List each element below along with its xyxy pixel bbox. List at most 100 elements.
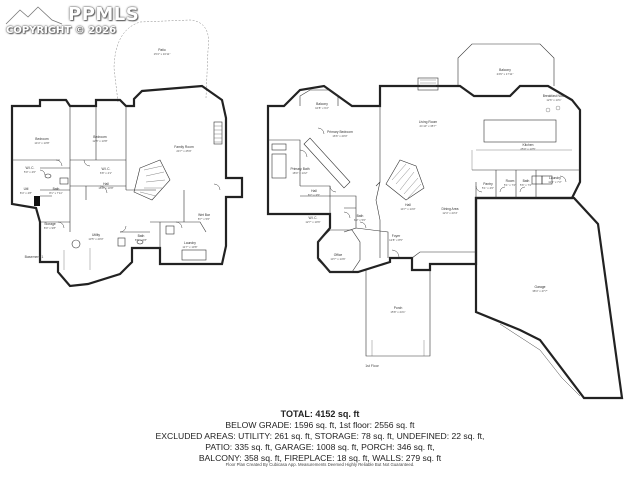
room-name: W.I.C. [102,167,111,171]
room-label-wet-bar: Wet Bar 8'7" x 5'6" [198,213,211,221]
room-label-patio: Patio 15'4" x 16'11" [154,48,171,56]
room-name: Living Room [419,120,438,124]
room-label-garage: Garage 38'4" x 47'7" [532,285,547,293]
room-dims: 10'8" x 6'2" [315,106,329,110]
watermark-copyright: COPYRIGHT © 2026 [6,25,117,36]
room-dims: 15'4" x 16'11" [154,52,171,56]
room-dims: 21'10" x 35'7" [420,124,437,128]
room-name: Breakfast Nook [543,94,566,98]
room-dims: 18'8" x 10'8" [98,186,113,190]
room-dims: 12'8" x 8'5" [389,238,403,242]
area-totals: TOTAL: 4152 sq. ft BELOW GRADE: 1596 sq.… [0,409,640,464]
room-name: Dining Area [441,207,458,211]
room-label-primary-bedroom: Primary Bedroom 16'6" x 20'0" [327,130,353,138]
room-name: Bath [523,179,530,183]
room-label-balcony-small: Balcony 10'8" x 6'2" [315,102,329,110]
room-name: Kitchen [523,143,534,147]
room-name: Wet Bar [198,213,211,217]
room-label-storage: Storage 8'0" x 9'8" [44,222,56,230]
room-name: Primary Bedroom [327,130,353,134]
room-label-laundry: Laundry 11'7" x 10'8" [182,241,197,249]
room-label-balcony-large: Balcony 23'9" x 17'11" [497,68,514,76]
basement-interior-walls [12,106,207,248]
room-label-bath-4: Bath 5'6" x 7'2" [520,179,532,187]
room-dims: 11'4" x 7'2" [548,180,562,184]
room-dims: 12'6" x 13'1" [546,98,561,102]
room-label-pantry: Pantry 5'1" x 4'0" [482,182,494,190]
office-bay [317,229,361,273]
porch-outline [365,270,431,357]
room-dims: 5'0" x 4'0" [24,170,36,174]
room-dims: 8'4" x 4'8" [20,191,32,195]
garage-wall [474,196,624,400]
room-label-laundry-2: Laundry 11'4" x 7'2" [548,176,562,184]
room-name: Utility [92,233,100,237]
room-dims: 15'8" x 24'1" [390,310,405,314]
room-dims: 14'4" x 13'8" [34,141,49,145]
room-name: Family Room [174,145,194,149]
basement-fixtures [44,173,207,270]
room-dims: 38'4" x 47'7" [532,289,547,293]
first-floor-door-swings [299,127,567,258]
room-dims: 14'7" x 14'0" [400,207,415,211]
room-label-kitchen: Kitchen 25'0" x 13'5" [520,143,535,151]
chimney [417,77,439,91]
room-label-wic-3: W.I.C. 12'7" x 10'6" [305,216,320,224]
room-dims: 23'9" x 17'11" [497,72,514,76]
room-label-bath-1: Bath 8'1" x 7'11" [49,187,63,195]
fireplace-hatch [213,121,223,145]
room-dims: 13'5" x 20'0" [88,237,103,241]
room-name: Bedroom [93,135,107,139]
room-name: W.I.C. [309,216,318,220]
room-dims: 12'8" x 13'8" [92,139,107,143]
room-label-util: Util 8'4" x 4'8" [20,187,32,195]
watermark-brand: PPMLS [68,4,140,25]
room-name: Balcony [316,102,328,106]
room-dims: 12'4" x 23'4" [442,211,457,215]
room-label-wic-2: W.I.C. 6'8" x 4'1" [100,167,112,175]
room-name: Laundry [184,241,196,245]
room-label-living-room: Living Room 21'10" x 35'7" [419,120,438,128]
room-label-hall: Hall 18'8" x 10'8" [98,182,113,190]
totals-line-3: PATIO: 335 sq. ft, GARAGE: 1008 sq. ft, … [205,442,435,452]
room-name: Util [24,187,29,191]
mountain-logo-icon [4,5,64,26]
room-dims: 5'1" x 4'0" [482,186,494,190]
watermark: PPMLS COPYRIGHT © 2026 [4,2,139,36]
main-stairs [385,159,425,201]
totals-line-1: BELOW GRADE: 1596 sq. ft, 1st floor: 255… [225,420,415,430]
basement-plan: Patio 15'4" x 16'11" Bedroom 14'4" x 13'… [10,19,244,288]
room-name: Office [334,253,343,257]
balcony-large-outline [457,43,555,86]
room-name: Room [506,179,515,183]
garage-door-line [499,323,581,397]
patio-outline [113,19,209,103]
room-dims: 5'6" x 7'2" [520,183,532,187]
room-label-family-room: Family Room 24'7" x 25'9" [174,145,194,153]
room-name: Laundry [549,176,561,180]
totals-line-4: BALCONY: 358 sq. ft, FIREPLACE: 18 sq. f… [198,453,442,463]
room-label-primary-bath: Primary Bath 18'0" x 14'2" [290,167,309,175]
room-name: Hall [405,203,411,207]
room-dims: 8'0" x 9'8" [44,226,56,230]
room-name: Pantry [483,182,493,186]
room-label-bedroom-1: Bedroom 14'4" x 13'8" [34,137,49,145]
room-name: Hall [103,182,109,186]
room-name: Balcony [499,68,511,72]
room-dims: 6'3" x 5'0" [354,218,366,222]
primary-bath-fixtures [271,137,351,189]
room-name: Bath [138,234,145,238]
total-area: TOTAL: 4152 sq. ft [280,409,360,419]
basement-outer-wall [10,84,244,288]
room-name: Hall [311,189,317,193]
first-floor-interior-walls [268,106,580,259]
room-dims: 5'1" x 7'2" [504,183,516,187]
room-label-hall-1: Hall 8'7" x 3'5" [308,189,320,197]
level-label-basement: Basement 1 [25,255,44,259]
balcony-small-outline [299,89,339,106]
room-dims: 11'7" x 10'8" [182,245,197,249]
dark-block [34,196,40,206]
room-dims: 8'7" x 3'5" [308,193,320,197]
room-dims: 18'0" x 14'2" [292,171,307,175]
first-floor-plan: Balcony 10'8" x 6'2" Balcony 23'9" x 17'… [266,43,624,400]
